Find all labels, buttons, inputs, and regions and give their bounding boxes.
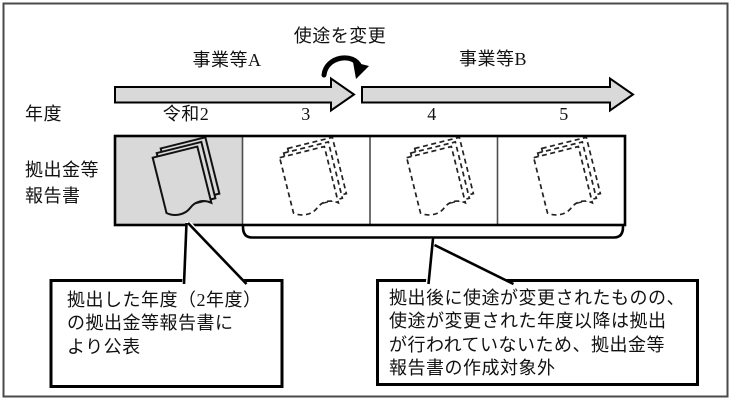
timeline-arrow-a (114, 76, 356, 113)
callout-right-line: 使途が変更された年度以降は拠出 (389, 311, 667, 332)
curved-uturn-arrow-icon (321, 55, 369, 79)
callout-right-box (376, 279, 699, 386)
callout-left-text: 拠出した年度（2年度） の拠出金等報告書に より公表 (67, 289, 272, 359)
report-row-border (113, 134, 627, 227)
callout-right-line: 拠出後に使途が変更されたものの、 (389, 288, 685, 308)
report-row-label-line1: 拠出金等 (25, 160, 99, 180)
year-label-4: 4 (427, 104, 437, 124)
business-b-label: 事業等B (458, 49, 527, 69)
document-stack-dashed-icon (278, 136, 348, 216)
callout-left-pointer (182, 222, 249, 285)
year-label-reiwa2: 令和2 (162, 104, 210, 124)
callout-right-line: 報告書の作成対象外 (389, 358, 556, 379)
callout-right-text: 拠出後に使途が変更されたものの、 使途が変更された年度以降は拠出 が行われていな… (389, 287, 693, 381)
grouping-bracket (241, 225, 625, 239)
timeline-arrow-b (361, 76, 635, 113)
fiscal-year-axis-label: 年度 (25, 104, 62, 124)
document-stack-dashed-icon (405, 136, 475, 216)
document-stack-solid-icon (151, 136, 221, 216)
callout-left-line: の拠出金等報告書に (67, 313, 234, 334)
year-label-3: 3 (301, 104, 311, 124)
document-stack-dashed-icon (532, 136, 602, 216)
report-row-label-line2: 報告書 (25, 186, 81, 206)
callout-right-pointer (425, 238, 515, 286)
callout-left-box (49, 279, 284, 388)
business-a-label: 事業等A (192, 50, 262, 70)
callout-left-line: より公表 (67, 336, 141, 357)
callout-right-line: が行われていないため、拠出金等 (389, 334, 666, 355)
year-label-5: 5 (559, 104, 569, 124)
use-change-annotation: 使途を変更 (293, 26, 387, 46)
callout-left-line: 拠出した年度（2年度） (67, 290, 262, 310)
